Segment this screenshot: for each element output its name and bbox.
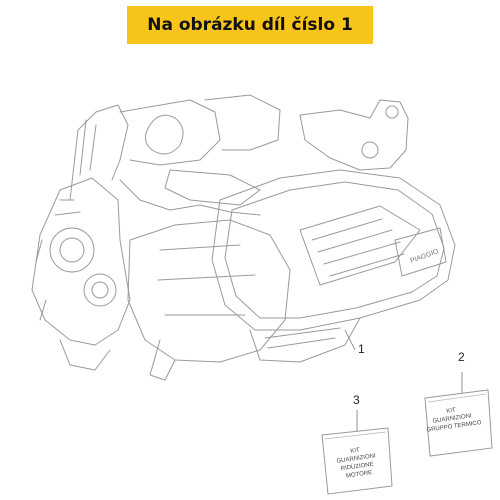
cylinder-head-cover [49,227,95,273]
engine-mount-leg [149,339,176,381]
cover-vent-slats [311,218,405,277]
oil-pan-outline [249,317,361,363]
air-intake-duct [204,94,281,151]
gasket-kit-3-packet: KIT GUARNIZIONI RIDUZIONE MOTORE [321,427,393,495]
oil-filter-inner [91,281,109,299]
oil-filter [83,273,117,307]
kit-2-line-1: KIT [446,407,456,414]
coolant-pipe-outline [69,104,129,201]
kit-3-line-1: KIT [350,447,360,454]
frame-bracket-line [119,179,261,216]
starter-motor [164,169,261,206]
bracket-bolt [385,105,399,119]
kit-3-line-2: GUARNIZIONI [336,453,376,464]
brand-plate [394,227,447,277]
page-title: Na obrázku díl číslo 1 [147,15,353,35]
transmission-cover-inner [224,181,445,319]
intake-manifold-outline [119,99,221,166]
cylinder-head-cover-inner [59,237,85,263]
engine-assembly-drawing [31,94,456,381]
transmission-cover-outline [211,169,456,331]
crankcase-detail-lines [157,244,256,316]
cylinder-head-outline [31,177,131,346]
callout-1: 1 [358,342,365,356]
oil-pan-ribs [264,327,341,349]
crankcase-outline [127,219,291,363]
bracket-mount [361,141,379,159]
kit-3-line-3: RIDUZIONE [341,462,375,473]
gasket-kit-2-packet: KIT GUARNIZIONI GRUPPO TERMICO [424,389,493,457]
cylinder-fins [35,199,81,321]
kit-2-line-2: GUARNIZIONI [432,413,472,424]
engine-brand-mark: PIAGGIO [409,248,440,265]
svg-text:KIT GUARNIZIONI RI: KIT GUARNIZIONI RIDUZIONE MOTORE [335,445,380,480]
page-title-banner: Na obrázku díl číslo 1 [127,6,373,44]
cover-vent-panel [299,205,421,286]
callout-2: 2 [458,350,465,364]
throttle-body [145,114,184,155]
callout-3: 3 [353,393,360,407]
leader-line-1 [344,329,356,351]
water-pump [59,339,111,371]
rear-shock-bracket [299,99,409,171]
coolant-pipe-detail [79,119,97,176]
kit-3-line-4: MOTORE [346,470,373,480]
